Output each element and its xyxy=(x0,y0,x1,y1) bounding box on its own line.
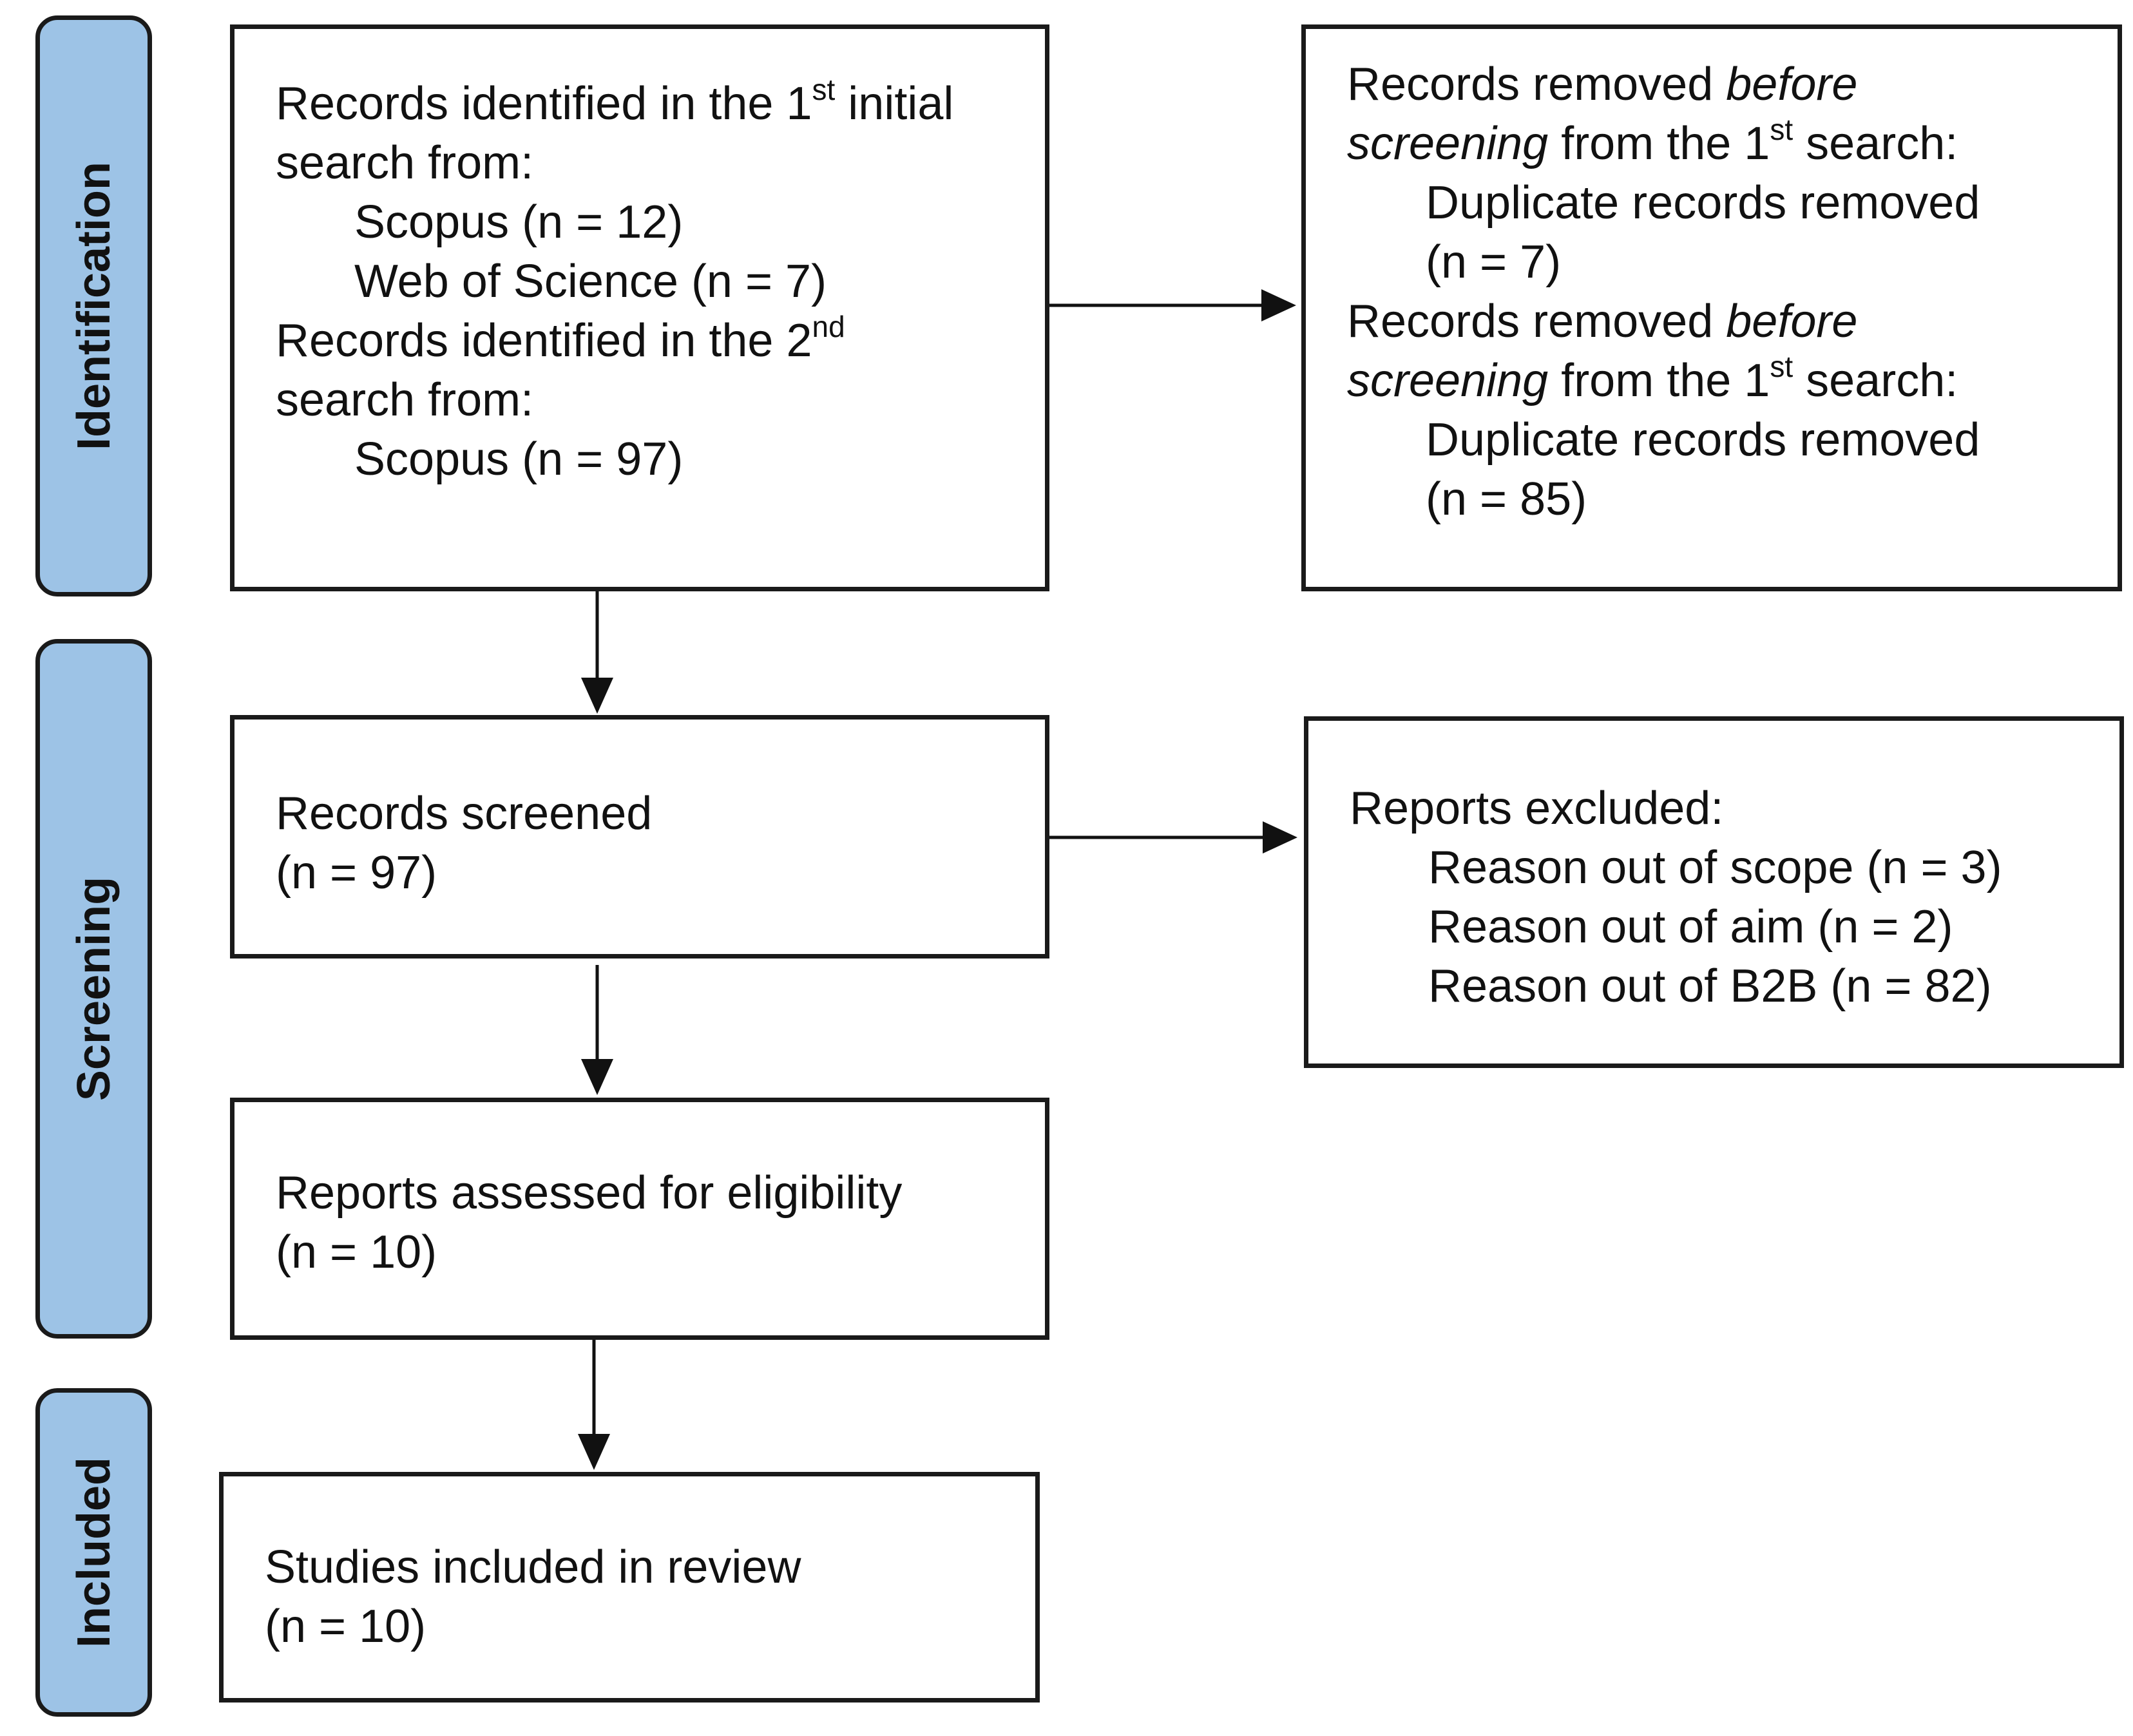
identified-scopus-1: Scopus (n = 12) xyxy=(354,196,684,248)
identified-line-5: Records identified in the 2nd xyxy=(276,310,845,367)
records-identified-box: Records identified in the 1st initial se… xyxy=(230,24,1049,591)
phase-identification: Identification xyxy=(35,15,152,596)
excluded-reason-aim: Reason out of aim (n = 2) xyxy=(1428,901,1953,953)
excluded-reason-b2b: Reason out of B2B (n = 82) xyxy=(1428,960,1992,1012)
arrowhead-down-2 xyxy=(581,1059,613,1095)
removed-b-count: (n = 85) xyxy=(1426,473,1587,525)
phase-included: Included xyxy=(35,1388,152,1717)
identified-wos: Web of Science (n = 7) xyxy=(354,256,827,307)
removed-a-count: (n = 7) xyxy=(1426,236,1562,288)
identified-line-6: search from: xyxy=(276,374,534,426)
reports-excluded-box: Reports excluded: Reason out of scope (n… xyxy=(1304,716,2124,1068)
included-count: (n = 10) xyxy=(265,1601,426,1652)
screened-count: (n = 97) xyxy=(276,847,437,899)
identified-line-1: Records identified in the 1st initial xyxy=(276,73,954,129)
excluded-label: Reports excluded: xyxy=(1350,783,1724,834)
assessed-count: (n = 10) xyxy=(276,1226,437,1278)
identified-scopus-2: Scopus (n = 97) xyxy=(354,434,684,485)
arrowhead-right-1 xyxy=(1261,289,1296,321)
screened-label: Records screened xyxy=(276,788,653,839)
arrowhead-down-1 xyxy=(581,678,613,714)
studies-included-box: Studies included in review (n = 10) xyxy=(219,1472,1040,1703)
removed-b-line-2: screening from the 1st search: xyxy=(1347,350,1958,406)
reports-assessed-box: Reports assessed for eligibility (n = 10… xyxy=(230,1098,1049,1340)
assessed-label: Reports assessed for eligibility xyxy=(276,1167,903,1219)
arrowhead-down-3 xyxy=(578,1434,610,1470)
removed-b-duplicates: Duplicate records removed xyxy=(1426,414,1980,466)
removed-a-line-1: Records removed before xyxy=(1347,59,1858,110)
removed-b-line-1: Records removed before xyxy=(1347,296,1858,347)
removed-a-duplicates: Duplicate records removed xyxy=(1426,177,1980,229)
records-screened-box: Records screened (n = 97) xyxy=(230,715,1049,959)
removed-a-line-2: screening from the 1st search: xyxy=(1347,113,1958,169)
identified-line-2: search from: xyxy=(276,137,534,189)
phase-screening: Screening xyxy=(35,639,152,1339)
arrowhead-right-2 xyxy=(1263,821,1297,854)
excluded-reason-scope: Reason out of scope (n = 3) xyxy=(1428,842,2002,893)
included-label: Studies included in review xyxy=(265,1541,801,1593)
records-removed-box: Records removed before screening from th… xyxy=(1301,24,2122,591)
